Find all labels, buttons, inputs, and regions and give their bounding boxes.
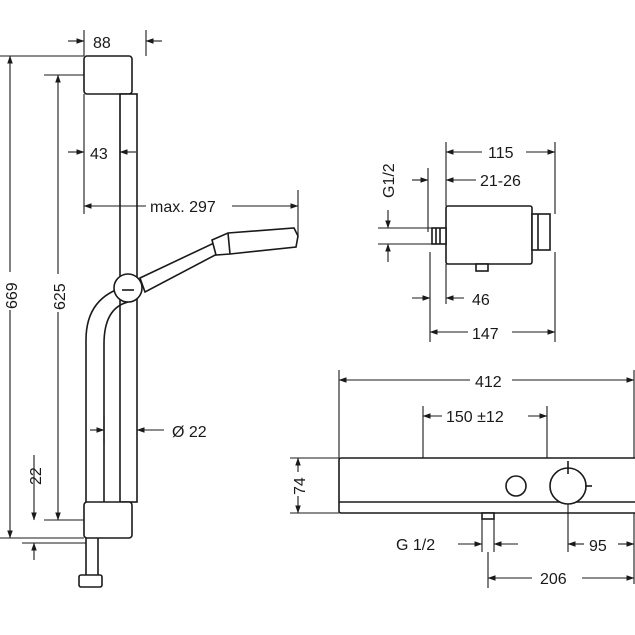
dim-connection-range: 21-26 bbox=[480, 173, 521, 190]
dim-bottom-offset: 22 bbox=[28, 467, 45, 485]
valve-side-view bbox=[431, 205, 551, 272]
dim-shelf-height: 74 bbox=[292, 477, 309, 495]
dim-outlet-thread: G 1/2 bbox=[396, 537, 435, 554]
shower-rail-view bbox=[78, 55, 299, 588]
dim-valve-depth: 115 bbox=[488, 145, 514, 162]
dim-overall-depth: 147 bbox=[472, 326, 499, 343]
dim-total-height: 669 bbox=[4, 282, 21, 309]
valve-side-dimensions: 115 21-26 G1/2 46 147 bbox=[378, 142, 556, 343]
valve-front-view bbox=[338, 457, 635, 520]
dim-hose-diameter: Ø 22 bbox=[172, 424, 207, 441]
valve-body bbox=[445, 205, 533, 265]
dim-bar-width: 88 bbox=[93, 35, 111, 52]
dim-knob-offset: 95 bbox=[589, 538, 607, 555]
top-bracket bbox=[83, 55, 133, 95]
dim-shelf-width: 412 bbox=[475, 374, 502, 391]
hand-shower bbox=[139, 241, 221, 294]
outlet-connector bbox=[481, 512, 495, 520]
dim-wall-offset: 43 bbox=[90, 146, 108, 163]
valve-front-dimensions: 412 150 ±12 74 G 1/2 95 206 bbox=[290, 370, 635, 588]
dim-rail-length: 625 bbox=[52, 283, 69, 310]
hose-pipe bbox=[85, 538, 99, 575]
dim-outlet-offset: 46 bbox=[472, 292, 490, 309]
dim-inlet-spacing: 150 ±12 bbox=[446, 409, 504, 426]
dim-knob-to-outlet: 206 bbox=[540, 571, 567, 588]
dim-connection-thread: G1/2 bbox=[381, 163, 398, 198]
bottom-bracket bbox=[83, 501, 133, 539]
flow-knob bbox=[505, 475, 527, 497]
dim-shower-reach: max. 297 bbox=[150, 199, 216, 216]
slider-holder bbox=[113, 273, 143, 303]
rail-dimensions: 88 43 max. 297 669 625 22 Ø 22 bbox=[0, 30, 299, 560]
